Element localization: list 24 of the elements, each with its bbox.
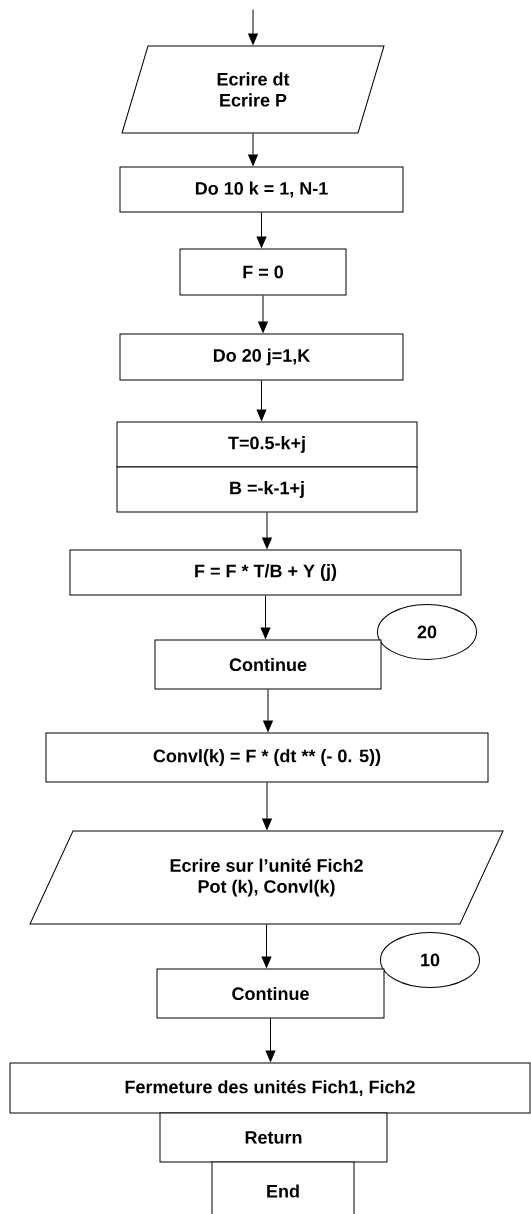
arrow	[248, 9, 258, 45]
arrow	[261, 924, 272, 968]
process-box: Do 20 j=1,K	[119, 333, 404, 381]
arrow	[256, 212, 267, 248]
input-parallelogram: Ecrire dt Ecrire P	[121, 45, 385, 134]
process-box: Continue	[154, 639, 382, 690]
process-box: B =-k-1+j	[116, 466, 418, 513]
process-box: Do 10 k = 1, N-1	[119, 166, 404, 213]
terminal-box: End	[211, 1161, 355, 1214]
process-box: T=0.5-k+j	[116, 421, 418, 468]
output-parallelogram: Ecrire sur l’unité Fich2 Pot (k), Convl(k)	[29, 830, 504, 925]
arrow	[248, 133, 258, 166]
arrow	[258, 295, 268, 333]
process-box: F = 0	[179, 248, 347, 296]
arrow	[262, 512, 272, 549]
process-box: Convl(k) = F * (dt ** (- 0. 5))	[45, 732, 489, 783]
process-box: Continue	[156, 968, 385, 1019]
arrow	[262, 782, 272, 830]
terminal-box: Return	[159, 1112, 388, 1163]
arrow	[265, 1018, 276, 1062]
arrow	[260, 595, 271, 639]
arrow	[256, 380, 267, 421]
arrow	[263, 689, 273, 732]
process-box: F = F * T/B + Y (j)	[69, 549, 462, 596]
